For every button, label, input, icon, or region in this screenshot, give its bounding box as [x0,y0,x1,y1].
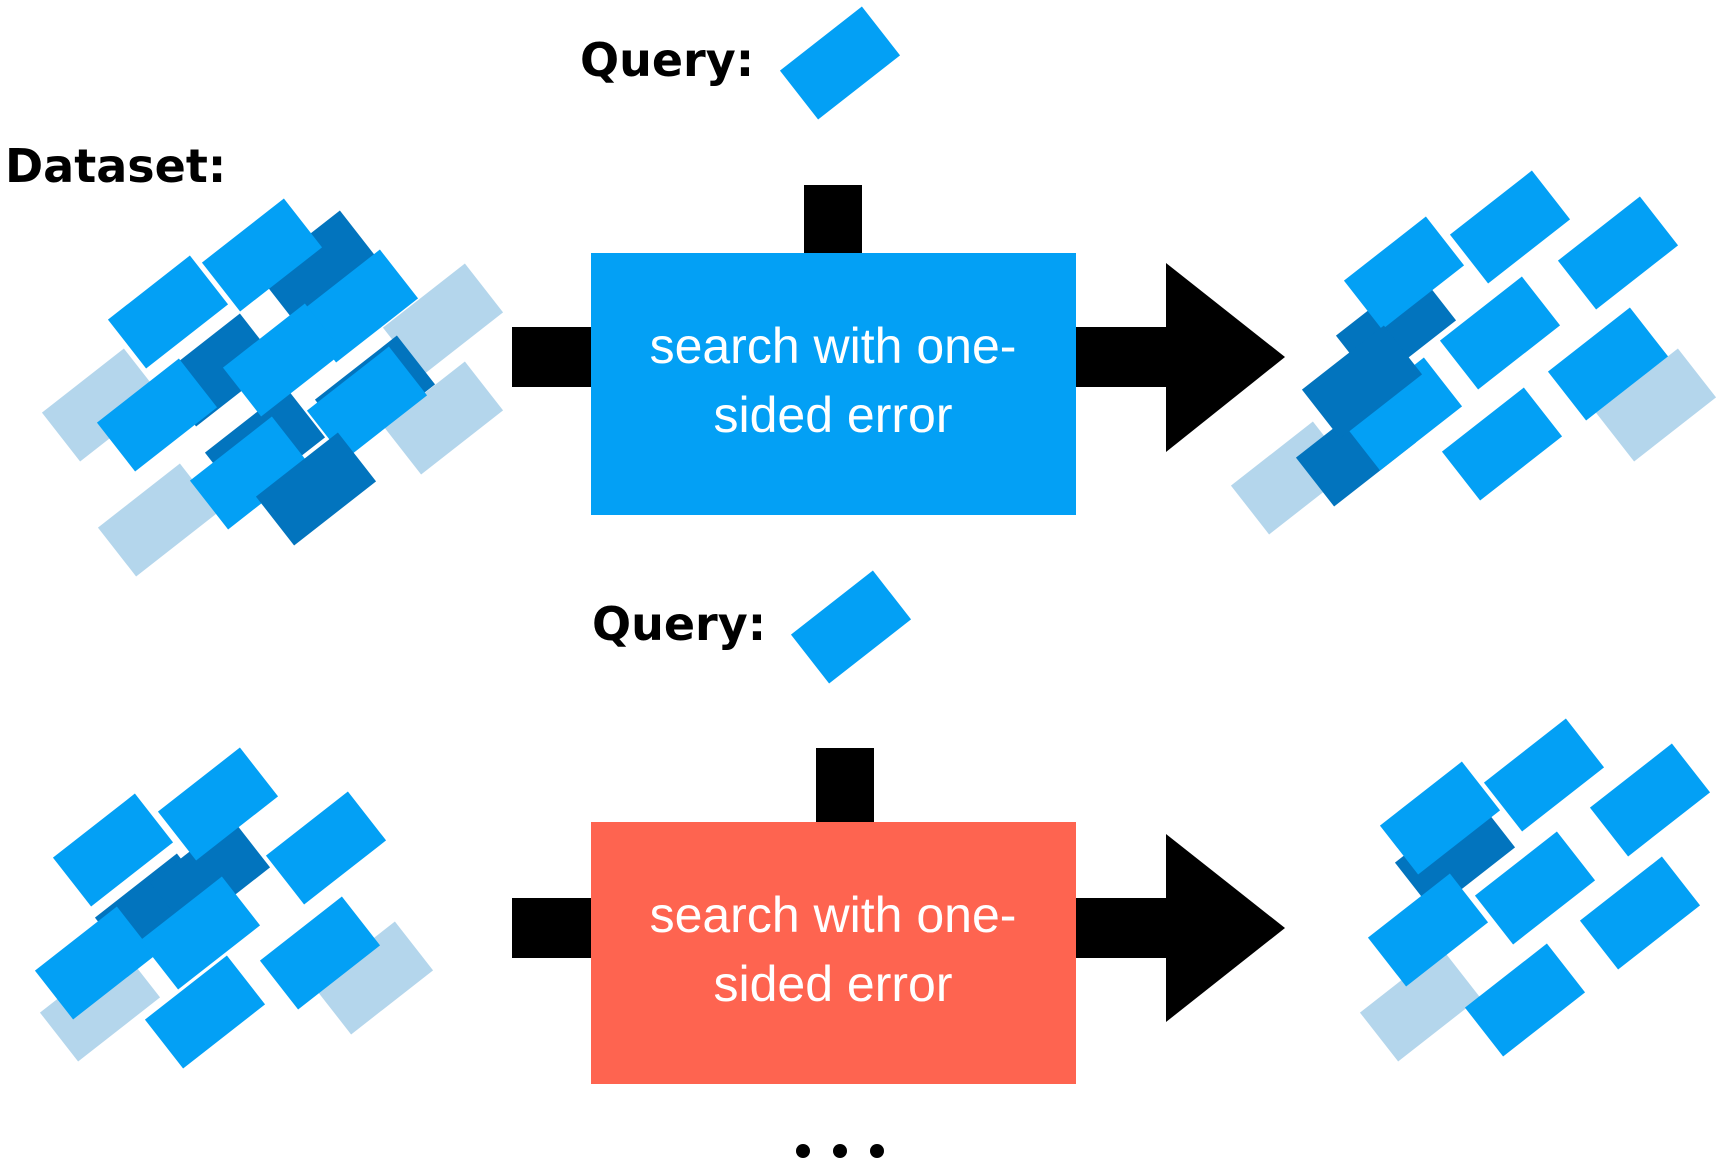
process-box-bottom-line1: search with one- [650,887,1017,943]
result-tile [1379,761,1501,875]
data-tile [139,876,261,990]
data-tile [41,348,163,462]
result-tile [1579,856,1701,970]
query-connector-bottom [816,748,874,824]
query-connector-top [804,185,862,255]
data-tile [382,263,504,377]
result-tile [1595,348,1717,462]
process-box-bottom-line2: sided error [714,956,953,1012]
query-item-top [779,6,901,120]
input-shaft-bottom [512,898,592,958]
data-tile [97,463,219,577]
data-tile [189,416,311,530]
data-tile [222,303,344,417]
input-shaft-top [512,327,592,387]
result-tile [1367,873,1489,987]
data-tile [259,896,381,1010]
data-tile [265,791,387,905]
ellipsis-dots [796,1144,884,1158]
data-tile [255,432,377,546]
data-tile [39,948,161,1062]
result-tile [1341,357,1463,471]
query-tile [790,570,912,684]
data-tile [34,906,156,1020]
data-tile [257,210,379,324]
data-tile [201,198,323,312]
result-tile [1557,196,1679,310]
data-tile [312,921,434,1035]
query-tile [779,6,901,120]
result-tile [1474,831,1596,945]
result-tile [1464,943,1586,1057]
dataset-cluster-bottom [34,747,434,1069]
process-box-top-line1: search with one- [650,318,1017,374]
query-label-top: Query: [580,33,754,87]
result-cluster-bottom [1359,718,1711,1062]
result-tile [1483,718,1605,832]
result-tile [1439,276,1561,390]
data-tile [149,818,271,932]
result-tile [1589,743,1711,857]
process-box-top-line2: sided error [714,387,953,443]
query-label-bottom: Query: [592,597,766,651]
data-tile [96,358,218,472]
data-tile [144,955,266,1069]
dataset-label: Dataset: [5,139,226,193]
result-tile [1301,325,1423,439]
query-item-bottom [790,570,912,684]
data-tile [52,793,174,907]
data-tile [107,255,229,369]
process-box-top [591,253,1076,515]
result-tile [1359,948,1481,1062]
data-tile [306,346,428,460]
result-cluster-top [1230,170,1717,535]
data-tile [157,747,279,861]
result-tile [1394,798,1516,912]
process-box-bottom [591,822,1076,1084]
result-tile [1441,387,1563,501]
result-tile [1449,170,1571,284]
dataset-cluster-top [41,198,504,577]
data-tile [382,361,504,475]
output-arrow-bottom [1074,834,1285,1022]
result-tile [1343,216,1465,330]
result-tile [1547,307,1669,421]
output-arrow-top [1074,263,1285,452]
